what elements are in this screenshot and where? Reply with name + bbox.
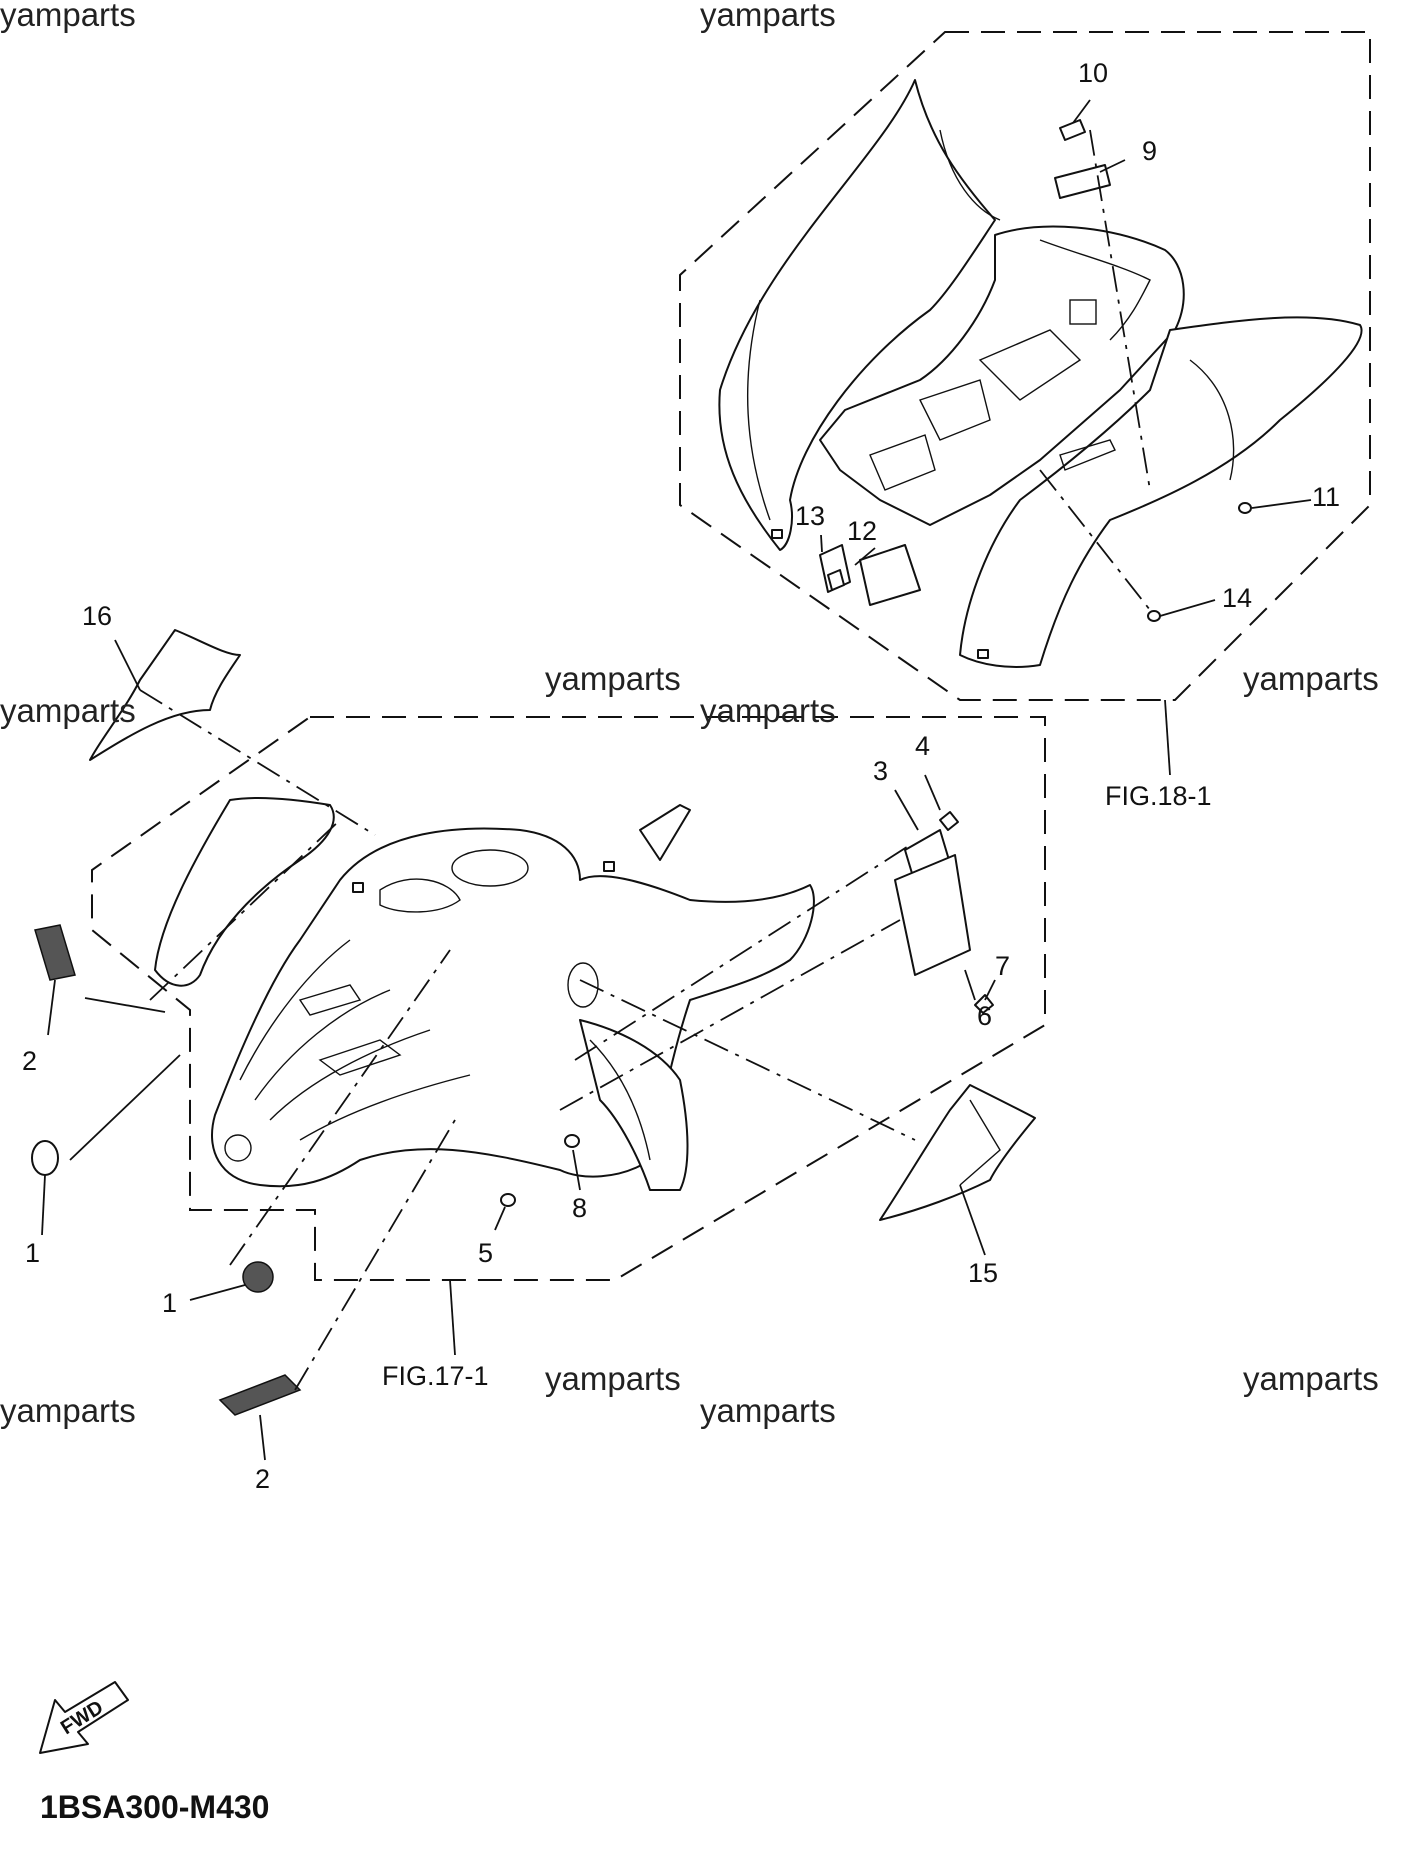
watermark: yamparts [1243, 660, 1379, 697]
callout-16: 16 [82, 601, 112, 631]
watermark: yamparts [0, 692, 136, 729]
watermark: yamparts [700, 0, 836, 33]
callout-3: 3 [873, 756, 888, 786]
callout-numbers: 10 9 11 14 13 12 16 4 3 7 6 2 8 5 15 1 1… [22, 58, 1340, 1494]
callout-2-lower: 2 [255, 1464, 270, 1494]
callout-5: 5 [478, 1238, 493, 1268]
watermark: yamparts [1243, 1360, 1379, 1397]
callout-2-upper: 2 [22, 1046, 37, 1076]
rear-fender-group-boundary [679, 31, 1371, 701]
callout-11: 11 [1312, 482, 1340, 512]
rear-fender-drawing [718, 79, 1363, 668]
decal-2-upper-shape [34, 924, 76, 981]
watermark: yamparts [0, 1392, 136, 1429]
callout-6: 6 [977, 1001, 992, 1031]
watermarks: yamparts yamparts yamparts yamparts yamp… [0, 0, 1379, 1429]
diagram-code: 1BSA300-M430 [40, 1789, 269, 1825]
watermark: yamparts [700, 1392, 836, 1429]
callout-12: 12 [847, 516, 877, 546]
emblem-1-upper-shape [31, 1140, 59, 1176]
figure-ref-front: FIG.17-1 [382, 1361, 489, 1391]
callout-9: 9 [1142, 136, 1157, 166]
callout-4: 4 [915, 731, 930, 761]
callout-15: 15 [968, 1258, 998, 1288]
callout-14: 14 [1222, 583, 1252, 613]
callout-1-upper: 1 [25, 1238, 40, 1268]
watermark: yamparts [545, 660, 681, 697]
decal-16-shape [89, 629, 241, 761]
watermark: yamparts [700, 692, 836, 729]
emblem-1-lower-shape [242, 1261, 274, 1293]
callout-10: 10 [1078, 58, 1108, 88]
leader-lines [41, 99, 1312, 1461]
front-fender-group-boundary [91, 716, 1046, 1281]
callout-13: 13 [795, 501, 825, 531]
callout-1-lower: 1 [162, 1288, 177, 1318]
figure-ref-rear: FIG.18-1 [1105, 781, 1212, 811]
callout-7: 7 [995, 951, 1010, 981]
fwd-arrow-icon: FWD [39, 1681, 129, 1754]
decal-2-lower-shape [218, 1374, 302, 1416]
callout-8: 8 [572, 1193, 587, 1223]
dash-dot-lines [139, 129, 1151, 1391]
decal-15-shape [879, 1084, 1036, 1221]
watermark: yamparts [0, 0, 136, 33]
front-fender-drawing [154, 796, 994, 1207]
watermark: yamparts [545, 1360, 681, 1397]
